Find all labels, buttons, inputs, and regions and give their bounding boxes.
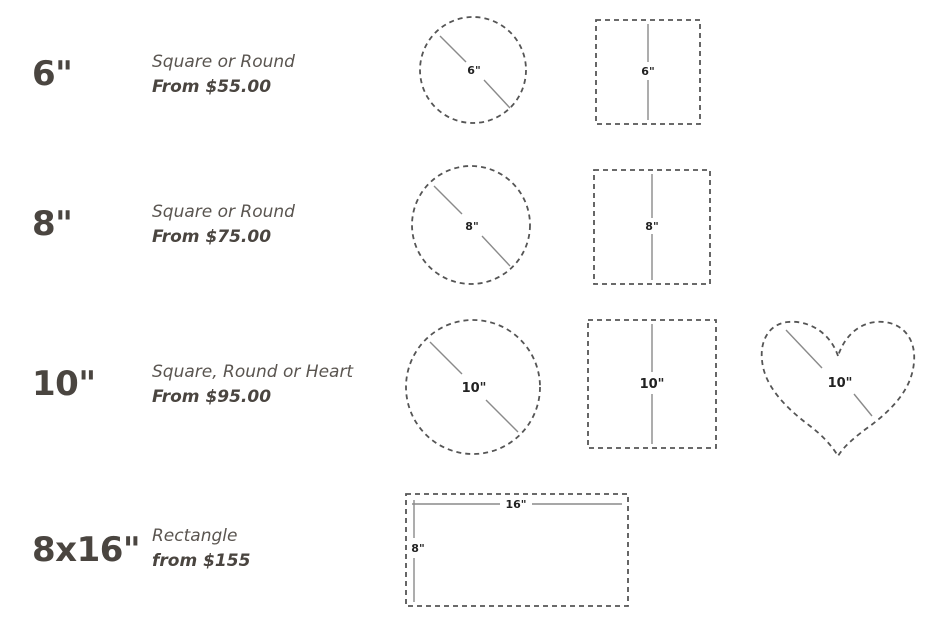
rectangle-height-label: 8"	[411, 542, 424, 555]
shape-options: Square, Round or Heart	[152, 362, 354, 382]
side-label: 6"	[641, 65, 654, 78]
heart-cake-diagram: 10"	[760, 320, 916, 458]
rectangle-width-label: 16"	[505, 498, 526, 511]
price: From $55.00	[152, 77, 272, 97]
size-description: Square or Round From $75.00	[152, 200, 295, 250]
size-label: 10"	[32, 364, 96, 404]
size-description: Square or Round From $55.00	[152, 50, 295, 100]
size-label: 6"	[32, 54, 73, 94]
square-cake-diagram: 6"	[595, 19, 701, 125]
price: from $155	[152, 551, 251, 571]
round-cake-diagram: 10"	[405, 319, 541, 455]
size-label: 8x16"	[32, 530, 141, 570]
size-description: Rectangle from $155	[152, 524, 250, 574]
diameter-label: 6"	[467, 64, 480, 77]
shape-options: Square or Round	[152, 202, 295, 222]
round-cake-diagram: 6"	[419, 16, 527, 124]
side-label: 10"	[640, 377, 665, 392]
heart-size-label: 10"	[828, 376, 853, 391]
size-description: Square, Round or Heart From $95.00	[152, 360, 353, 410]
diameter-label: 8"	[465, 220, 478, 233]
size-label: 8"	[32, 204, 73, 244]
price: From $95.00	[152, 387, 272, 407]
square-cake-diagram: 8"	[593, 169, 711, 285]
rectangle-cake-diagram: 16" 8"	[405, 493, 629, 607]
diameter-label: 10"	[462, 381, 487, 396]
square-cake-diagram: 10"	[587, 319, 717, 449]
shape-options: Square or Round	[152, 52, 295, 72]
price: From $75.00	[152, 227, 272, 247]
round-cake-diagram: 8"	[411, 165, 531, 285]
shape-options: Rectangle	[152, 526, 238, 546]
side-label: 8"	[645, 220, 658, 233]
